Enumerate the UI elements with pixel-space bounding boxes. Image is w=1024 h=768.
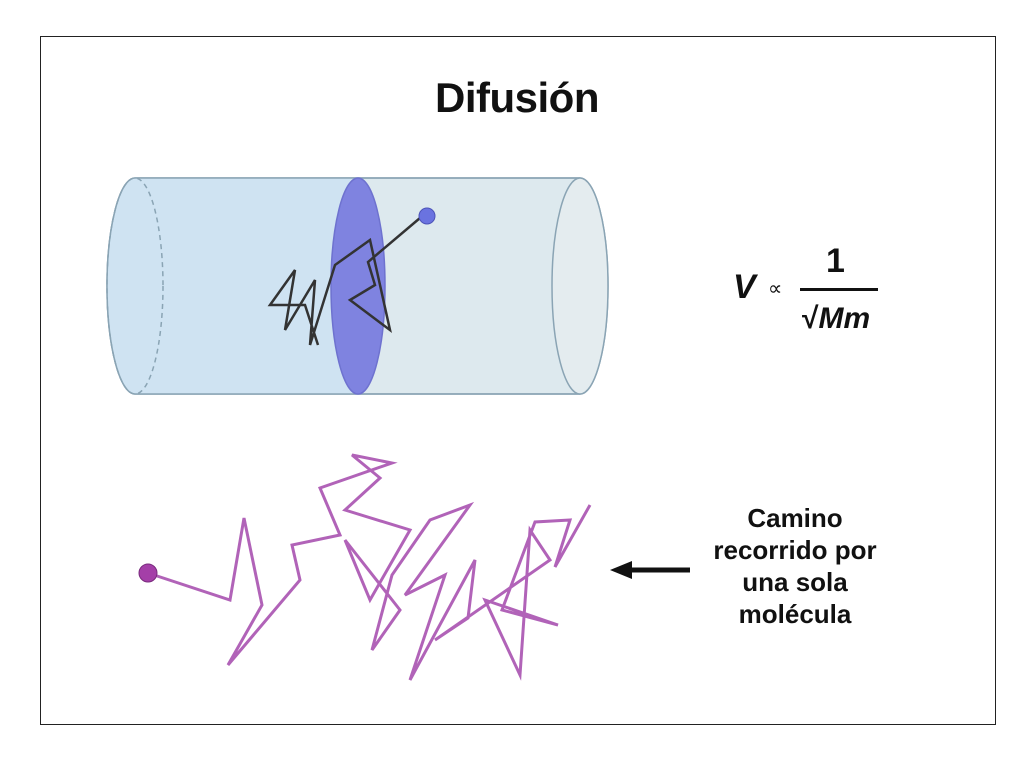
left-arrow-icon	[610, 561, 690, 579]
caption-line-3: una sola	[742, 567, 848, 597]
formula-radical: √	[802, 302, 819, 335]
formula-denominator: √Mm	[802, 302, 870, 336]
cylinder-tube	[106, 177, 609, 395]
caption-line-1: Camino	[747, 503, 843, 533]
blue-molecule	[418, 207, 436, 225]
formula-numerator: 1	[826, 242, 845, 280]
membrane-disc	[330, 177, 386, 395]
tube-molecule-path	[267, 217, 421, 346]
formula-fraction-bar	[800, 288, 878, 291]
slide-frame	[40, 36, 996, 725]
tube-left-end	[106, 177, 164, 395]
graham-law-formula: V ∝ 1 √Mm	[730, 240, 890, 350]
formula-proportional-sign: ∝	[768, 278, 783, 300]
random-walk-path	[147, 453, 592, 681]
purple-molecule	[138, 563, 158, 583]
tube-left-section	[107, 178, 358, 394]
tube-right-end	[551, 177, 609, 395]
slide-title: Difusión	[435, 74, 599, 121]
path-caption: Camino recorrido por una sola molécula	[700, 502, 890, 630]
caption-line-4: molécula	[738, 599, 852, 629]
formula-molar-mass: Mm	[818, 302, 871, 335]
formula-velocity: V	[733, 268, 756, 306]
caption-line-2: recorrido por	[713, 535, 877, 565]
